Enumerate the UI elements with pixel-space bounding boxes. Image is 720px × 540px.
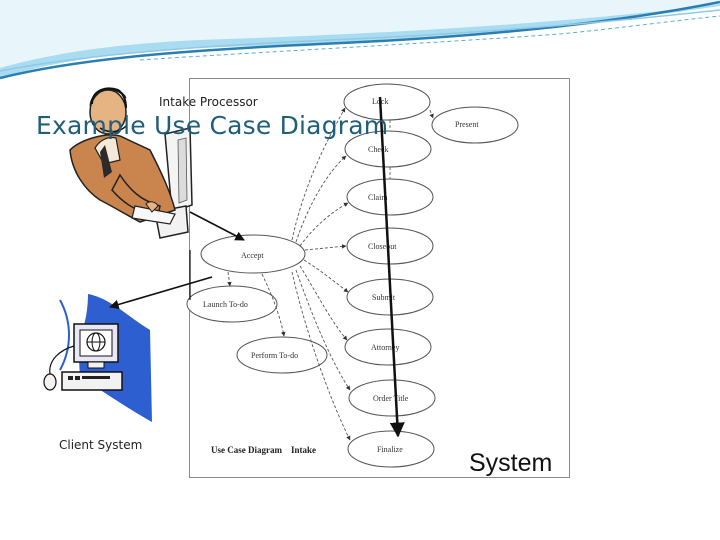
use-case-closeout-label: Closeout <box>368 242 397 251</box>
accept-to-launch-todo-arrow <box>227 271 232 287</box>
header-wave-decoration <box>0 0 720 80</box>
headset-band <box>91 87 127 109</box>
use-case-order-title <box>348 379 436 417</box>
person-hand <box>145 201 159 213</box>
use-case-present <box>431 106 519 144</box>
header-wave-front <box>0 0 720 68</box>
accept-to-closeout-arrow <box>304 244 347 251</box>
accept-to-submit-arrow <box>303 259 349 293</box>
use-case-check <box>344 130 432 168</box>
system-label: System <box>469 449 553 477</box>
client-swoosh-line <box>59 299 70 371</box>
accept-to-finalize-arrow <box>291 271 351 441</box>
header-wave-line-light <box>0 9 720 72</box>
use-case-submit-label: Submit <box>372 293 396 302</box>
accept-to-client-arrow <box>109 276 213 310</box>
include-relationship-arrows <box>227 107 434 441</box>
use-case-order-title-label: Order Title <box>373 394 409 403</box>
header-wave-line-dark <box>0 0 720 80</box>
use-case-launch-todo <box>186 285 278 323</box>
client-mouse-cable <box>49 345 75 375</box>
use-case-attorney-label: Attorney <box>371 343 399 352</box>
accept-to-lock-arrow <box>291 107 346 241</box>
use-case-perform-todo-label: Perform To-do <box>251 351 298 360</box>
use-case-check-label: Check <box>368 145 388 154</box>
use-case-labels: Lock Present Check Claim Closeout Accept… <box>203 97 479 454</box>
client-keyboard <box>61 371 123 391</box>
accept-to-attorney-arrow <box>299 265 348 341</box>
client-monitor-stand <box>87 361 105 369</box>
accept-to-claim-arrow <box>299 202 349 247</box>
use-case-lock <box>343 83 431 121</box>
lock-to-present-arrow <box>429 109 434 119</box>
use-case-ellipses <box>186 83 519 468</box>
use-case-finalize-label: Finalize <box>377 445 403 454</box>
client-monitor-screen <box>79 329 113 357</box>
diagram-caption: Use Case Diagram Intake <box>211 445 316 455</box>
slide-title: Example Use Case Diagram <box>36 111 389 140</box>
intake-processor-figure <box>69 87 193 239</box>
header-wave-line-dashed <box>139 15 720 61</box>
client-system-label: Client System <box>59 438 143 452</box>
use-case-claim <box>346 178 434 216</box>
client-mouse <box>43 373 57 391</box>
use-case-accept-label: Accept <box>241 251 264 260</box>
headset-mic <box>99 125 127 133</box>
processor-to-accept-arrow <box>189 211 245 241</box>
monitor-screen <box>177 137 188 204</box>
client-system-figure <box>43 294 152 422</box>
accept-to-order-title-arrow <box>295 269 351 391</box>
intake-processor-label: Intake Processor <box>159 95 258 109</box>
annotation-arrows <box>109 96 405 438</box>
use-case-present-label: Present <box>455 120 479 129</box>
use-case-attorney <box>344 328 432 366</box>
person-tie <box>100 145 112 178</box>
use-case-launch-todo-label: Launch To-do <box>203 300 248 309</box>
accept-to-perform-todo-arrow <box>261 273 286 337</box>
use-case-accept <box>200 234 306 274</box>
system-boundary-arrow <box>378 96 405 438</box>
use-case-perform-todo <box>236 336 328 374</box>
keyboard <box>131 205 176 225</box>
use-case-claim-label: Claim <box>368 193 388 202</box>
